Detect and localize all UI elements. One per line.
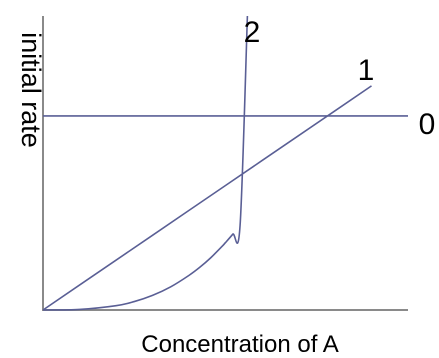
curves-group xyxy=(42,15,408,311)
series-label-1: 1 xyxy=(358,54,375,87)
y-axis-label: initial rate xyxy=(16,32,46,148)
series-label-2: 2 xyxy=(244,16,261,49)
series-line-1 xyxy=(42,85,372,311)
x-axis-label: Concentration of A xyxy=(141,331,338,358)
series-label-0: 0 xyxy=(419,108,436,141)
series-line-2 xyxy=(42,15,249,311)
